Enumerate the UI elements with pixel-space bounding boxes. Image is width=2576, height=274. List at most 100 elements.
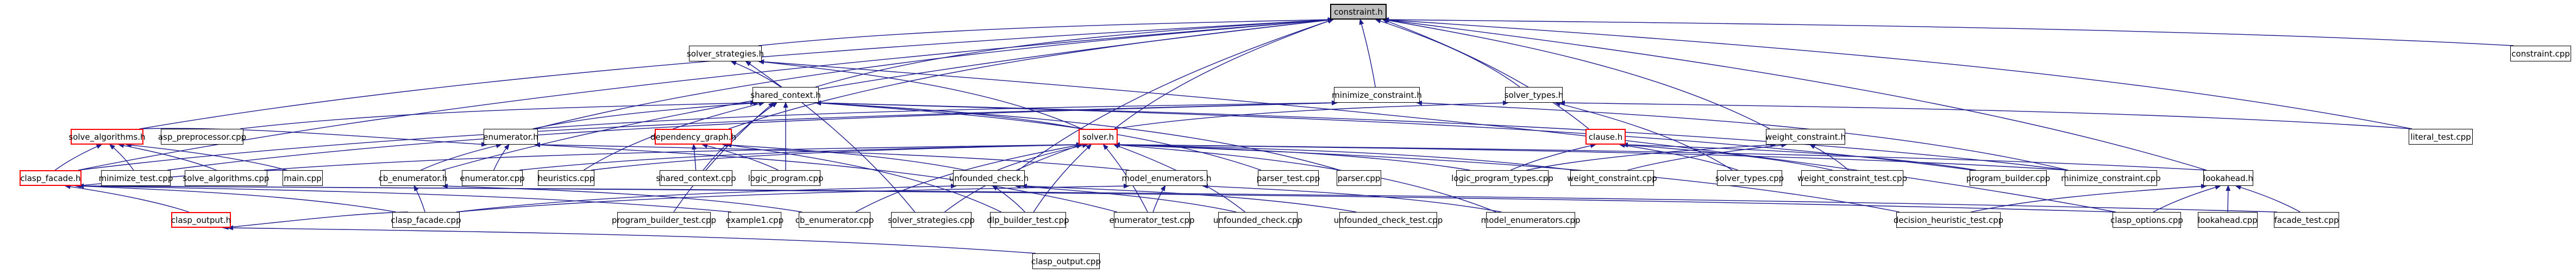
include-edge-solver_strategies_h-to-constraint_h [758,17,1334,46]
include-edge-clasp_options_cpp-to-solver_strategies_h [758,59,2116,213]
include-edge-clasp_facade_h-to-solve_algorithms_h [54,144,103,171]
include-edge-logic_program_types_cpp-to-solver_h [1114,142,1470,171]
include-edge-enumerator_h-to-minimize_constraint_h [534,100,1338,129]
graph-node-clause-h[interactable]: clause.h [1585,129,1626,145]
graph-node-solver-types-cpp[interactable]: solver_types.cpp [1715,170,1784,186]
include-edge-dlp_builder_test_cpp-to-solver_h [1033,144,1092,213]
graph-node-program-builder-cpp[interactable]: program_builder.cpp [1966,170,2050,186]
include-edge-shared_context_cpp-to-dependency_graph_h [692,144,697,171]
graph-node-unfounded-check-h[interactable]: unfounded_check.h [949,170,1029,186]
include-edge-lookahead_h-to-solver_h [1114,142,2207,171]
graph-node-minimize-test-cpp[interactable]: minimize_test.cpp [99,170,173,186]
graph-node-lookahead-cpp[interactable]: lookahead.cpp [2198,212,2258,228]
graph-node-enumerator-h[interactable]: enumerator.h [483,129,538,145]
graph-node-model-enumerators-cpp[interactable]: model_enumerators.cpp [1481,212,1580,228]
graph-node-minimize-constraint-h[interactable]: minimize_constraint.h [1332,87,1422,103]
include-edge-program_builder_cpp-to-clause_h [1622,142,1976,171]
include-edge-solve_algorithms_cpp-to-solver_h [264,142,1082,171]
include-edge-main_cpp-to-solve_algorithms_h [126,142,287,171]
include-edge-shared_context_h-to-solver_strategies_h [730,61,781,88]
graph-node-enumerator-cpp[interactable]: enumerator.cpp [460,170,525,186]
graph-node-enumerator-test-cpp[interactable]: enumerator_test.cpp [1109,212,1195,228]
graph-node-parser-test-cpp[interactable]: parser_test.cpp [1257,170,1320,186]
include-edge-dependency_graph_h-to-constraint_h [728,17,1334,129]
include-edge-minimize_constraint_cpp-to-minimize_constraint_h [1416,100,2069,171]
graph-node-heuristics-cpp[interactable]: heuristics.cpp [538,170,594,186]
graph-node-weight-constraint-test-cpp[interactable]: weight_constraint_test.cpp [1797,170,1907,186]
include-edge-weight_constraint_cpp-to-solver_h [1114,142,1574,171]
include-edge-minimize_constraint_h-to-constraint_h [1359,18,1376,88]
include-edge-weight_constraint_test_cpp-to-weight_constraint_h [1809,144,1849,171]
include-edge-literal_test_cpp-to-solver_types_h [1559,100,2412,129]
include-edge-constraint_cpp-to-constraint_h [1383,17,2514,46]
include-edge-minimize_test_cpp-to-solve_algorithms_h [109,144,134,171]
include-edge-unfounded_check_h-to-solver_h [997,143,1088,171]
include-edge-parser_test_cpp-to-shared_context_h [815,101,1262,171]
include-edge-example1_cpp-to-clasp_facade_h [78,183,732,213]
include-edge-clasp_options_cpp-to-lookahead_h [2153,185,2221,213]
include-edge-unfounded_check_test_cpp-to-unfounded_check_h [1021,183,1357,213]
include-edge-clause_h-to-constraint_h [1382,19,1589,129]
graph-node-example1-cpp[interactable]: example1.cpp [726,212,784,228]
include-edge-literal_test_cpp-to-constraint_h [1383,17,2412,129]
graph-node-dlp-builder-test-cpp[interactable]: dlp_builder_test.cpp [987,212,1069,228]
graph-node-solve-algorithms-h[interactable]: solve_algorithms.h [68,129,146,145]
graph-node-program-builder-test-cpp[interactable]: program_builder_test.cpp [612,212,716,228]
include-edge-clasp_facade_h-to-constraint_h [78,17,1334,171]
graph-node-shared-context-cpp[interactable]: shared_context.cpp [656,170,736,186]
include-edge-solve_algorithms_h-to-constraint_h [140,17,1334,129]
graph-node-lookahead-h[interactable]: lookahead.h [2203,170,2253,186]
graph-node-solve-algorithms-cpp[interactable]: solve_algorithms.cpp [183,170,269,186]
include-edge-logic_program_cpp-to-dependency_graph_h [701,143,779,171]
graph-node-solver-types-h[interactable]: solver_types.h [1505,87,1563,103]
graph-node-clasp-facade-cpp[interactable]: clasp_facade.cpp [391,212,461,228]
graph-node-model-enumerators-h[interactable]: model_enumerators.h [1122,170,1211,186]
graph-node-asp-preprocessor-cpp[interactable]: asp_preprocessor.cpp [158,129,246,145]
graph-node-constraint-cpp[interactable]: constraint.cpp [2510,46,2571,61]
graph-node-weight-constraint-cpp[interactable]: weight_constraint.cpp [1567,170,1657,186]
include-edge-unfounded_check_h-to-dependency_graph_h [722,142,966,171]
include-edge-asp_preprocessor_cpp-to-shared_context_h [240,100,756,129]
graph-node-shared-context-h[interactable]: shared_context.h [750,87,821,103]
include-edge-enumerator_cpp-to-solver_h [519,142,1082,171]
include-edge-cb_enumerator_h-to-enumerator_h [421,143,502,171]
graph-node-cb-enumerator-h[interactable]: cb_enumerator.h [379,170,447,186]
graph-node-clasp-facade-h[interactable]: clasp_facade.h [20,170,82,186]
graph-node-logic-program-types-cpp[interactable]: logic_program_types.cpp [1451,170,1553,186]
include-edge-facade_test_cpp-to-lookahead_h [2235,185,2301,213]
include-edge-weight_constraint_h-to-constraint_h [1383,18,1770,129]
graph-node-main-cpp[interactable]: main.cpp [283,170,323,186]
graph-node-weight-constraint-h[interactable]: weight_constraint.h [1765,129,1846,145]
graph-node-literal-test-cpp[interactable]: literal_test.cpp [2409,129,2473,145]
graph-node-solver-h[interactable]: solver.h [1079,129,1118,145]
graph-node-minimize-constraint-cpp[interactable]: minimize_constraint.cpp [2061,170,2161,186]
graph-node-clasp-output-h[interactable]: clasp_output.h [171,212,231,228]
graph-node-parser-cpp[interactable]: parser.cpp [1337,170,1381,186]
include-edge-cb_enumerator_cpp-to-cb_enumerator_h [442,183,803,213]
include-edge-solver_types_cpp-to-clause_h [1619,142,1739,171]
include-edge-enumerator_test_cpp-to-model_enumerators_h [1152,185,1166,213]
include-edge-minimize_test_cpp-to-minimize_constraint_h [167,100,1338,171]
graph-node-constraint-h: constraint.h [1330,4,1387,20]
graph-node-logic-program-cpp[interactable]: logic_program.cpp [748,170,823,186]
include-edge-model_enumerators_h-to-enumerator_h [534,142,1130,171]
include-edge-model_enumerators_cpp-to-model_enumerators_h [1202,183,1502,213]
graph-node-solver-strategies-h[interactable]: solver_strategies.h [687,46,764,61]
include-edge-enumerator_h-to-shared_context_h [532,101,760,129]
graph-node-cb-enumerator-cpp[interactable]: cb_enumerator.cpp [795,212,874,228]
include-edge-parser_cpp-to-shared_context_h [815,101,1340,171]
graph-node-clasp-output-cpp[interactable]: clasp_output.cpp [1031,253,1101,269]
include-edge-clasp_options_cpp-to-clasp_facade_h [78,183,2116,213]
include-edge-logic_program_types_cpp-to-clause_h [1510,143,1596,171]
graph-node-facade-test-cpp[interactable]: facade_test.cpp [2274,212,2339,228]
graph-node-decision-heuristic-test-cpp[interactable]: decision_heuristic_test.cpp [1894,212,2003,228]
graph-node-clasp-options-cpp[interactable]: clasp_options.cpp [2110,212,2183,228]
include-edge-clasp_facade_cpp-to-clasp_output_h [222,211,408,230]
include-edge-unfounded_check_h-to-constraint_h [1018,18,1334,171]
include-edge-facade_test_cpp-to-clasp_facade_h [78,183,2278,213]
graph-node-unfounded-check-test-cpp[interactable]: unfounded_check_test.cpp [1334,212,1443,228]
graph-node-dependency-graph-h[interactable]: dependency_graph.h [650,129,736,145]
graph-node-solver-strategies-cpp[interactable]: solver_strategies.cpp [888,212,975,228]
graph-node-unfounded-check-cpp[interactable]: unfounded_check.cpp [1213,212,1302,228]
